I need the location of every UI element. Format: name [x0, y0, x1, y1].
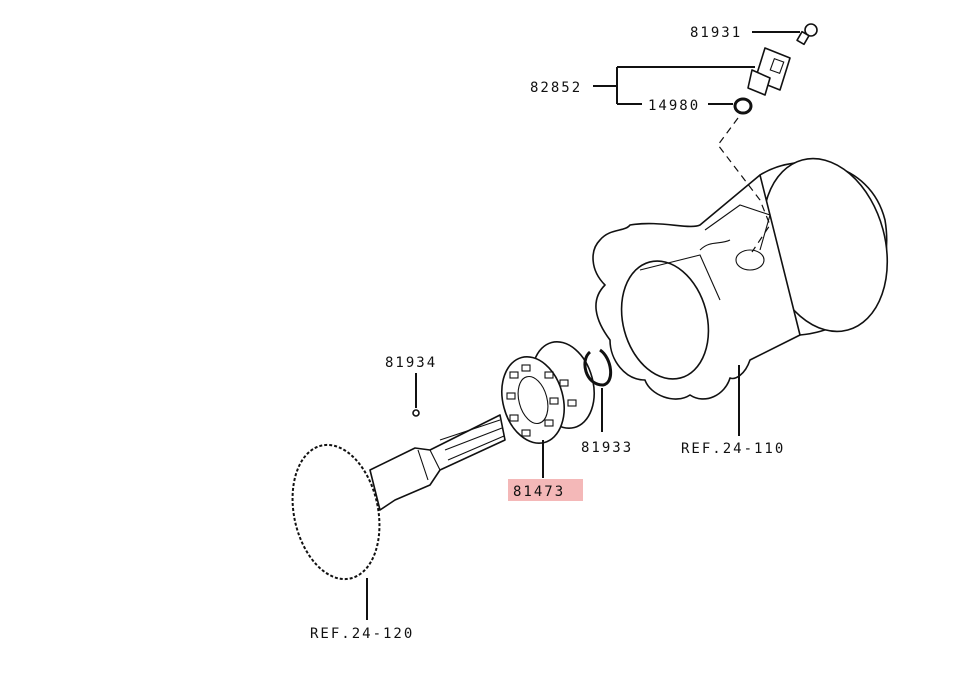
callout-82852[interactable]: 82852: [530, 80, 582, 96]
callout-14980[interactable]: 14980: [648, 98, 700, 114]
sensor-82852[interactable]: [747, 47, 791, 96]
transfer-housing[interactable]: [592, 144, 906, 400]
bolt-81931[interactable]: [796, 23, 818, 46]
highlight-81473: [508, 479, 583, 501]
snap-ring-81933[interactable]: [583, 348, 612, 387]
o-ring-14980[interactable]: [733, 97, 753, 115]
output-shaft[interactable]: [281, 414, 506, 587]
pin-81934[interactable]: [412, 409, 420, 417]
callout-81473[interactable]: 81473: [513, 484, 565, 500]
callout-81934[interactable]: 81934: [385, 355, 437, 371]
callout-ref-24-110[interactable]: REF.24-110: [681, 441, 785, 457]
bearing-81473[interactable]: [493, 335, 604, 451]
callout-ref-24-120[interactable]: REF.24-120: [310, 626, 414, 642]
callout-81933[interactable]: 81933: [581, 440, 633, 456]
leader-82852: [593, 66, 755, 105]
guide-line: [717, 117, 771, 253]
callout-81931[interactable]: 81931: [690, 25, 742, 41]
